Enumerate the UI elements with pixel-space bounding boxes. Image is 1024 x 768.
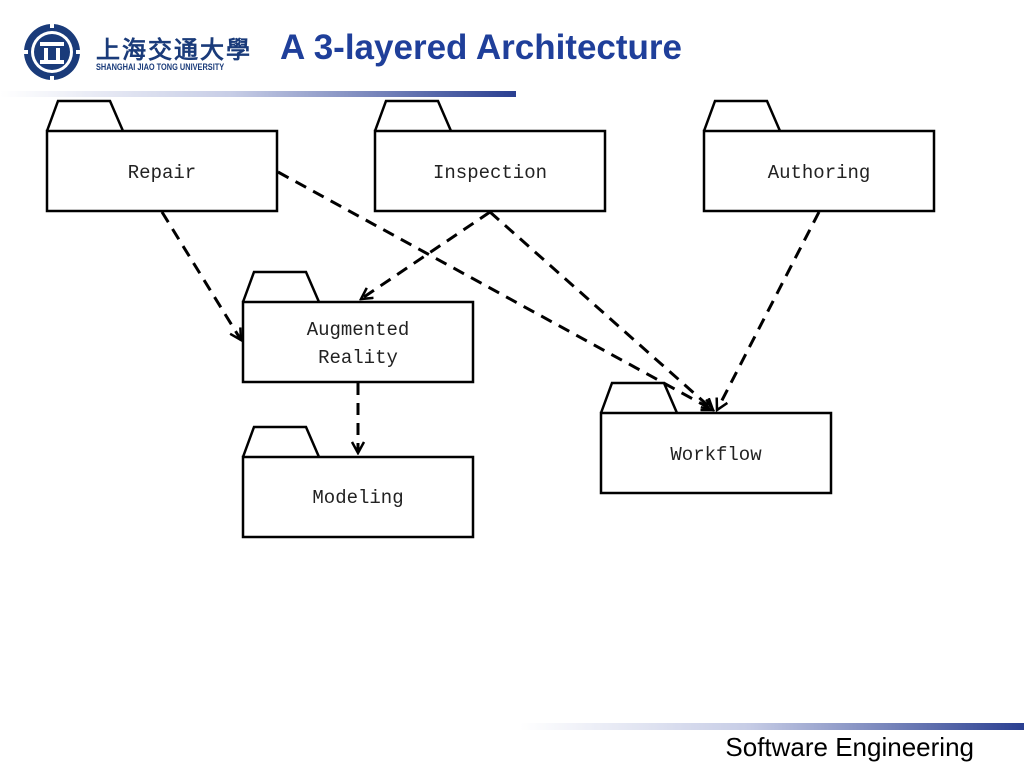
dependency-repair-to-augmented-reality [160, 211, 241, 340]
footer-course-name: Software Engineering [725, 732, 974, 762]
package-label-workflow: Workflow [670, 444, 762, 466]
dependency-authoring-to-workflow [717, 211, 821, 410]
package-label-augmented: Augmented [307, 319, 410, 341]
page-title: A 3-layered Architecture [280, 28, 683, 67]
footer-divider [520, 723, 1024, 730]
package-augmented-reality: Augmented Reality [241, 270, 475, 384]
package-label-inspection: Inspection [433, 162, 547, 184]
dependency-inspection-to-workflow [489, 210, 713, 410]
package-label-modeling: Modeling [312, 487, 403, 509]
logo-chinese-name: 上海交通大學 [96, 35, 252, 64]
package-label-reality: Reality [318, 347, 398, 369]
header-divider [0, 91, 516, 97]
package-label-repair: Repair [128, 162, 196, 184]
logo-english-name: SHANGHAI JIAO TONG UNIVERSITY [96, 62, 225, 72]
university-logo: 上海交通大學 SHANGHAI JIAO TONG UNIVERSITY [22, 22, 250, 82]
package-workflow: Workflow [599, 381, 833, 495]
package-label-authoring: Authoring [768, 162, 871, 184]
package-authoring: Authoring [702, 99, 936, 213]
university-seal-icon [23, 23, 81, 81]
dependency-repair-to-workflow [277, 170, 713, 412]
package-modeling: Modeling [241, 425, 475, 539]
package-repair: Repair [45, 99, 279, 213]
package-inspection: Inspection [373, 99, 607, 213]
dependency-inspection-to-augmented-reality [361, 210, 491, 299]
